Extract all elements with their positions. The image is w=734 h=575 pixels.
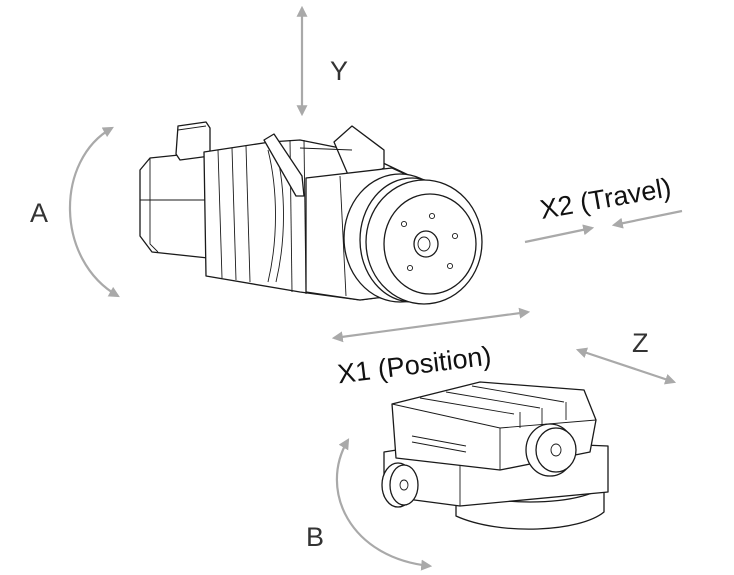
x2-travel-arrows bbox=[524, 209, 683, 244]
y-axis-label: Y bbox=[330, 56, 348, 86]
x1-position-arrow bbox=[331, 307, 531, 343]
b-axis-label: B bbox=[306, 522, 324, 552]
b-rotation-arrow bbox=[335, 438, 433, 571]
a-axis-label: A bbox=[30, 198, 48, 228]
z-axis-arrow bbox=[575, 347, 677, 385]
lower-rotary-table-assembly bbox=[381, 381, 609, 530]
x1-position-label: X1 (Position) bbox=[336, 341, 493, 390]
z-axis-label: Z bbox=[632, 328, 649, 358]
x1-position-label-group: X1 (Position) bbox=[336, 341, 493, 390]
upper-spindle-assembly bbox=[139, 121, 483, 305]
a-rotation-arrow bbox=[68, 126, 120, 298]
